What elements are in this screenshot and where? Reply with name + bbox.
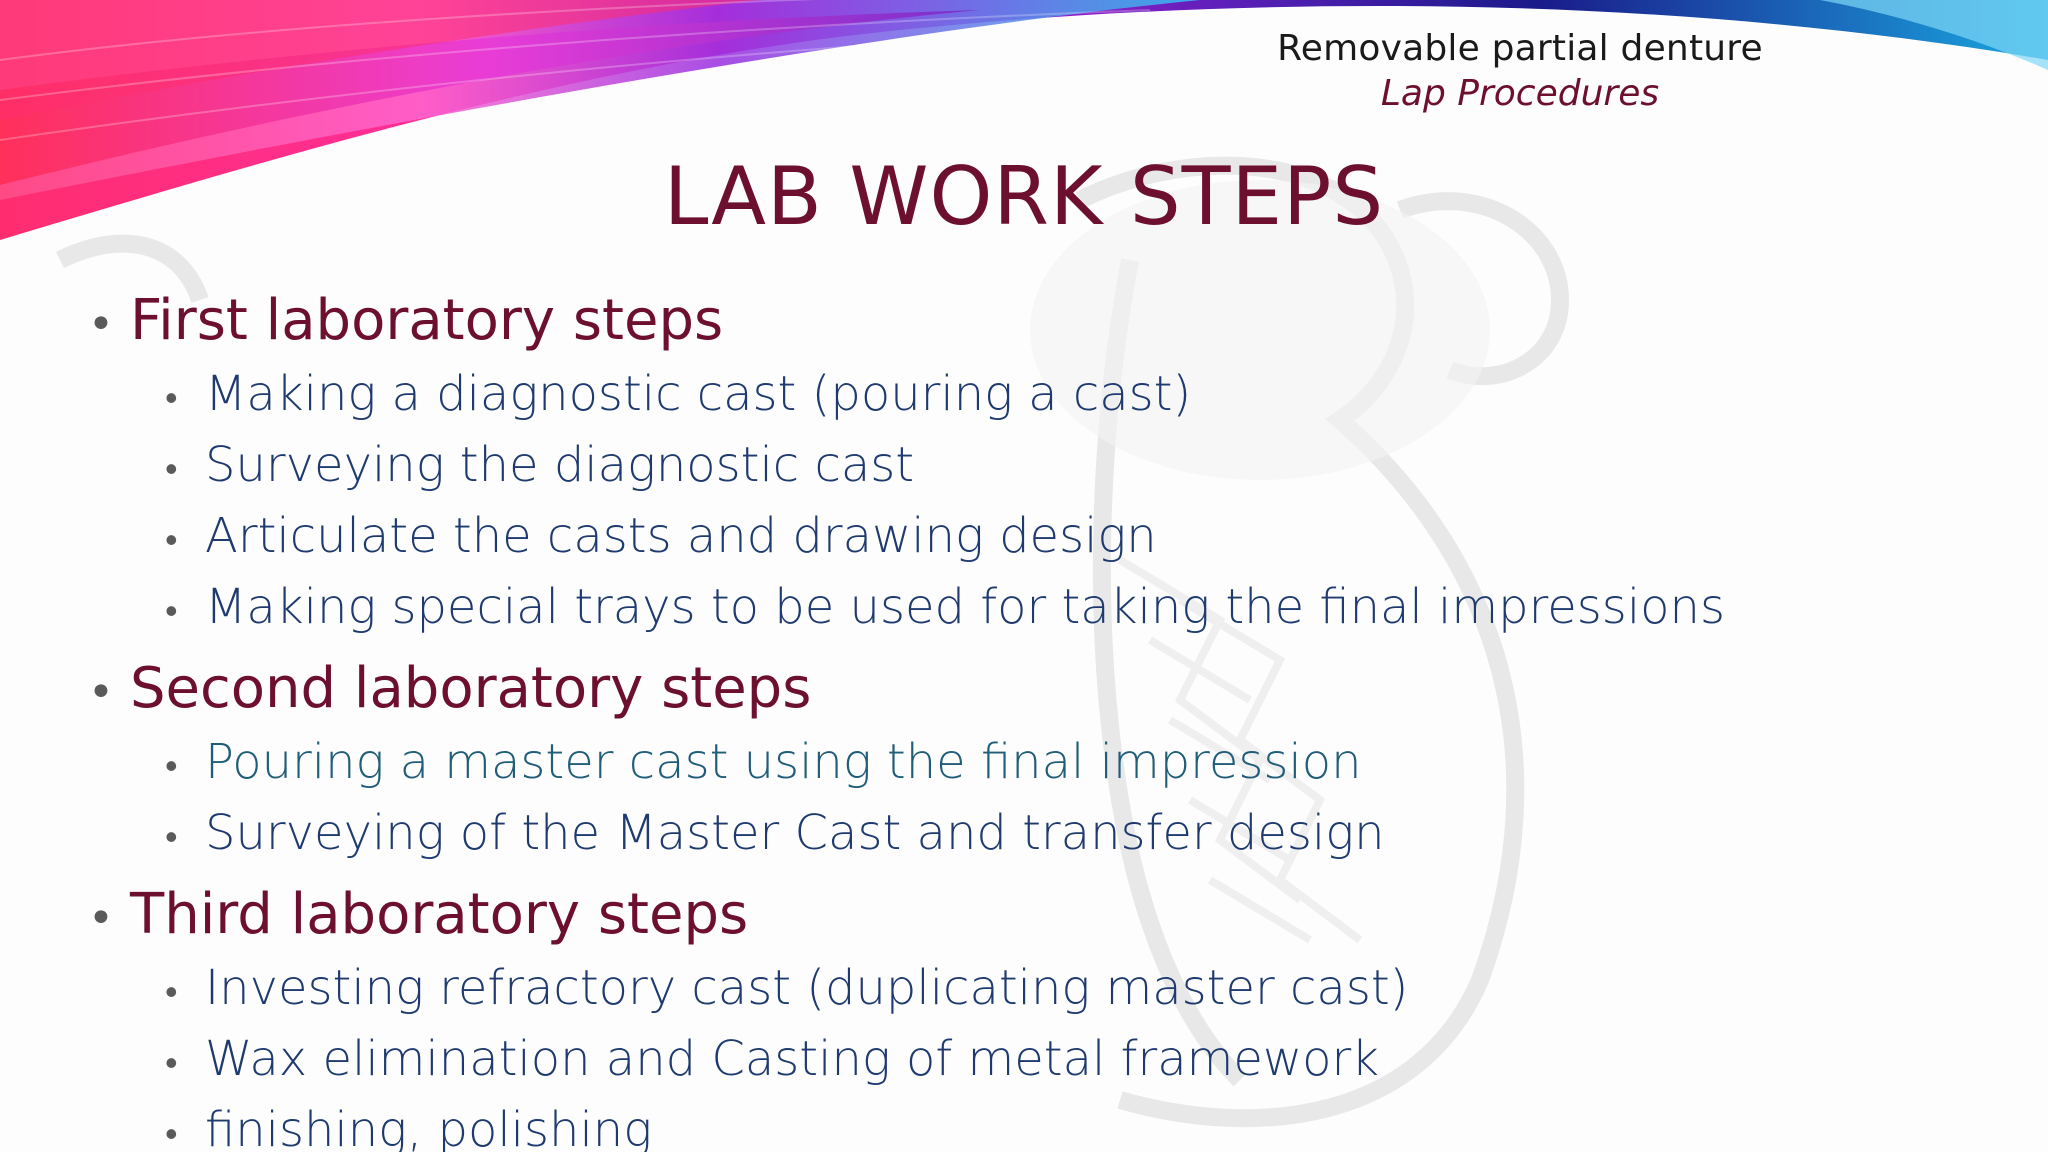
- bullet-icon: •: [165, 378, 178, 419]
- header-topic: Lap Procedures: [1380, 73, 1660, 114]
- slide-title: LAB WORK STEPS: [663, 150, 1385, 243]
- list-item: • Making special trays to be used for ta…: [88, 574, 1988, 645]
- list-item: • Articulate the casts and drawing desig…: [88, 503, 1988, 574]
- list-item: • Wax elimination and Casting of metal f…: [88, 1026, 1988, 1097]
- list-item-text: Articulate the casts and drawing design: [205, 508, 1157, 564]
- list-item: • Surveying of the Master Cast and trans…: [88, 800, 1988, 871]
- section-second: • Second laboratory steps • Pouring a ma…: [88, 653, 1988, 871]
- section-heading: • Third laboratory steps: [88, 879, 1988, 955]
- bullet-icon: •: [165, 746, 178, 787]
- bullet-icon: •: [165, 449, 178, 490]
- list-item-text: Making special trays to be used for taki…: [205, 579, 1725, 635]
- list-item: • Making a diagnostic cast (pouring a ca…: [88, 361, 1988, 432]
- bullet-icon: •: [165, 591, 178, 632]
- section-heading-text: First laboratory steps: [130, 288, 724, 353]
- section-first: • First laboratory steps • Making a diag…: [88, 285, 1988, 645]
- list-item: • Investing refractory cast (duplicating…: [88, 955, 1988, 1026]
- section-third: • Third laboratory steps • Investing ref…: [88, 879, 1988, 1152]
- section-heading-text: Third laboratory steps: [130, 882, 749, 947]
- list-item: • finishing, polishing: [88, 1097, 1988, 1152]
- list-item-text: Surveying the diagnostic cast: [205, 437, 915, 493]
- bullet-icon: •: [88, 667, 114, 718]
- list-item-text: finishing, polishing: [205, 1102, 652, 1152]
- list-item-text: Making a diagnostic cast (pouring a cast…: [205, 366, 1192, 422]
- section-heading: • Second laboratory steps: [88, 653, 1988, 729]
- bullet-icon: •: [88, 893, 114, 944]
- bullet-list: • First laboratory steps • Making a diag…: [88, 285, 1988, 1152]
- bullet-icon: •: [165, 817, 178, 858]
- bullet-icon: •: [165, 1114, 178, 1152]
- bullet-icon: •: [165, 972, 178, 1013]
- bullet-icon: •: [165, 1043, 178, 1084]
- list-item-text: Surveying of the Master Cast and transfe…: [205, 805, 1385, 861]
- list-item-text: Wax elimination and Casting of metal fra…: [205, 1031, 1380, 1087]
- list-item: • Pouring a master cast using the final …: [88, 729, 1988, 800]
- section-heading: • First laboratory steps: [88, 285, 1988, 361]
- list-item-text: Investing refractory cast (duplicating m…: [205, 960, 1409, 1016]
- list-item-text: Pouring a master cast using the final im…: [205, 734, 1362, 790]
- header-swoosh: [0, 0, 2048, 240]
- section-heading-text: Second laboratory steps: [130, 656, 812, 721]
- bullet-icon: •: [165, 520, 178, 561]
- header-subject: Removable partial denture: [1277, 28, 1763, 69]
- list-item: • Surveying the diagnostic cast: [88, 432, 1988, 503]
- bullet-icon: •: [88, 299, 114, 350]
